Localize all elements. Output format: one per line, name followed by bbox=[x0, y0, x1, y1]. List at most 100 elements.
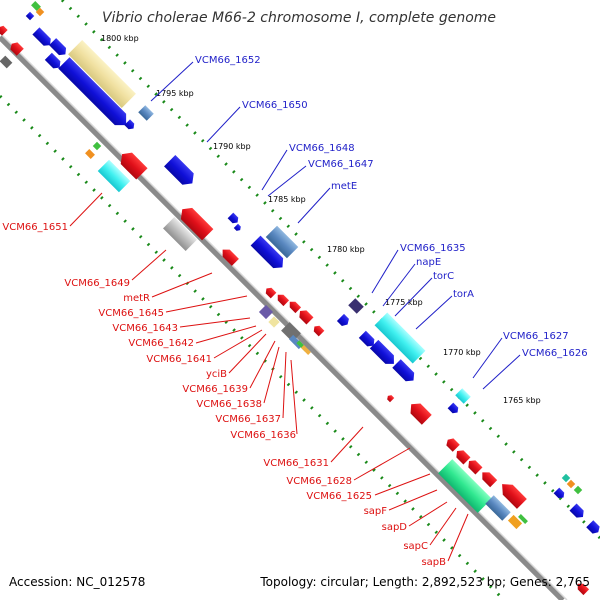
gene-rev-top-left[interactable] bbox=[0, 24, 8, 36]
gene-label-vcm66-1639[interactable]: VCM66_1639 bbox=[182, 384, 248, 395]
block-blue-tl[interactable] bbox=[25, 11, 35, 21]
gene-label-vcm66-1647[interactable]: VCM66_1647 bbox=[308, 159, 374, 170]
block-green-small[interactable] bbox=[573, 485, 583, 495]
gene-rev-metR[interactable] bbox=[219, 246, 239, 266]
gene-rev-green-tl[interactable] bbox=[92, 141, 102, 151]
gene-label-metR[interactable]: metR bbox=[123, 293, 150, 304]
gene-rev-grey-tl[interactable] bbox=[0, 55, 13, 69]
reverse-gene-labels: VCM66_1651 VCM66_1649 metR VCM66_1645 VC… bbox=[2, 222, 446, 568]
gene-fwd-1653[interactable] bbox=[44, 52, 63, 71]
gene-rev-sapC[interactable] bbox=[479, 469, 498, 488]
gene-label-vcm66-1626[interactable]: VCM66_1626 bbox=[522, 348, 588, 359]
scale-labels: 1800 kbp 1795 kbp 1790 kbp 1785 kbp 1780… bbox=[101, 34, 541, 405]
gene-label-torA[interactable]: torA bbox=[453, 289, 474, 300]
scale-label-1800: 1800 kbp bbox=[101, 34, 139, 43]
gene-rev-1645-b[interactable] bbox=[275, 292, 290, 307]
gene-fwd-metE[interactable] bbox=[250, 235, 288, 273]
gene-label-vcm66-1638[interactable]: VCM66_1638 bbox=[196, 399, 262, 410]
gene-label-vcm66-1627[interactable]: VCM66_1627 bbox=[503, 331, 569, 342]
gene-rev-sap-green[interactable] bbox=[518, 514, 528, 524]
gene-rev-1643[interactable] bbox=[287, 299, 302, 314]
gene-label-sapC[interactable]: sapC bbox=[403, 541, 428, 552]
gene-rev-top-left-b[interactable] bbox=[8, 40, 24, 56]
gene-rev-1631[interactable] bbox=[386, 394, 395, 403]
gene-fwd-torA[interactable] bbox=[392, 359, 417, 384]
block-orange-small[interactable] bbox=[566, 479, 576, 489]
gene-fwd-torA-region[interactable] bbox=[374, 312, 426, 364]
gene-rev-1642[interactable] bbox=[297, 308, 314, 325]
accession-text: Accession: NC_012578 bbox=[9, 575, 145, 589]
gene-label-vcm66-1625[interactable]: VCM66_1625 bbox=[306, 491, 372, 502]
scale-label-1785: 1785 kbp bbox=[268, 195, 306, 204]
gene-label-vcm66-1645[interactable]: VCM66_1645 bbox=[98, 308, 164, 319]
gene-rev-yciB-purple[interactable] bbox=[258, 304, 274, 320]
gene-rev-sap-orange[interactable] bbox=[507, 514, 523, 530]
block-orange-tl[interactable] bbox=[35, 7, 45, 17]
gene-fwd-1650[interactable] bbox=[164, 155, 198, 189]
gene-fwd-top-a[interactable] bbox=[32, 27, 53, 48]
gene-rev-1651-b[interactable] bbox=[97, 159, 131, 193]
gene-fwd-1648[interactable] bbox=[227, 212, 241, 226]
gene-fwd-1652[interactable] bbox=[58, 57, 132, 131]
gene-fwd-top-b[interactable] bbox=[49, 38, 69, 58]
forward-strand-genes bbox=[32, 27, 600, 536]
gene-rev-1628[interactable] bbox=[406, 399, 432, 425]
gene-label-napE[interactable]: napE bbox=[416, 257, 441, 268]
gene-label-vcm66-1628[interactable]: VCM66_1628 bbox=[286, 476, 352, 487]
gene-rev-sapD[interactable] bbox=[466, 458, 483, 475]
gene-label-vcm66-1636[interactable]: VCM66_1636 bbox=[230, 430, 296, 441]
gene-rev-bottom-right[interactable] bbox=[575, 581, 590, 596]
gene-rev-1625[interactable] bbox=[444, 436, 460, 452]
gene-fwd-torC[interactable] bbox=[369, 339, 398, 368]
gene-rev-sapB[interactable] bbox=[497, 479, 527, 509]
gene-rev-sapF[interactable] bbox=[454, 448, 471, 465]
gene-fwd-napE[interactable] bbox=[358, 330, 377, 349]
gene-rev-1651-a[interactable] bbox=[116, 148, 148, 180]
gene-fwd-1652-region[interactable] bbox=[68, 40, 136, 108]
gene-fwd-edge-1[interactable] bbox=[553, 487, 567, 501]
scale-track-outer bbox=[60, 0, 600, 540]
gene-fwd-1647[interactable] bbox=[233, 223, 242, 232]
gene-rev-1649-b[interactable] bbox=[163, 217, 197, 251]
chromosome-backbone bbox=[0, 34, 566, 600]
gene-label-vcm66-1637[interactable]: VCM66_1637 bbox=[215, 414, 281, 425]
gene-label-vcm66-1648[interactable]: VCM66_1648 bbox=[289, 143, 355, 154]
gene-fwd-1627[interactable] bbox=[455, 388, 471, 404]
gene-rev-sap-region[interactable] bbox=[438, 459, 492, 513]
gene-rev-1649-a[interactable] bbox=[177, 204, 214, 241]
gene-label-yciB[interactable]: yciB bbox=[206, 369, 227, 380]
gene-label-vcm66-1649[interactable]: VCM66_1649 bbox=[64, 278, 130, 289]
block-green-tl[interactable] bbox=[31, 1, 41, 11]
gene-fwd-small-1[interactable] bbox=[124, 119, 136, 131]
gene-rev-orange-tl[interactable] bbox=[85, 149, 95, 159]
gene-fwd-1635-b[interactable] bbox=[336, 313, 351, 328]
gene-fwd-1626[interactable] bbox=[447, 402, 461, 416]
gene-label-vcm66-1635[interactable]: VCM66_1635 bbox=[400, 243, 466, 254]
gene-label-vcm66-1631[interactable]: VCM66_1631 bbox=[263, 458, 329, 469]
gene-fwd-edge-3[interactable] bbox=[586, 520, 600, 536]
gene-rev-1636-orange[interactable] bbox=[301, 345, 311, 355]
gene-fwd-edge-2[interactable] bbox=[569, 503, 587, 521]
gene-label-sapD[interactable]: sapD bbox=[382, 522, 408, 533]
gene-label-vcm66-1652[interactable]: VCM66_1652 bbox=[195, 55, 261, 66]
block-teal-small[interactable] bbox=[561, 473, 571, 483]
gene-fwd-metE-region[interactable] bbox=[265, 225, 299, 259]
gene-label-sapF[interactable]: sapF bbox=[364, 506, 388, 517]
reverse-strand-genes bbox=[0, 24, 590, 596]
gene-rev-sap-steel[interactable] bbox=[485, 495, 511, 521]
gene-label-torC[interactable]: torC bbox=[433, 271, 454, 282]
gene-label-vcm66-1650[interactable]: VCM66_1650 bbox=[242, 100, 308, 111]
gene-label-metE[interactable]: metE bbox=[331, 181, 357, 192]
gene-label-vcm66-1651[interactable]: VCM66_1651 bbox=[2, 222, 68, 233]
gene-rev-1639-grey[interactable] bbox=[281, 322, 301, 342]
gene-label-sapB[interactable]: sapB bbox=[421, 557, 446, 568]
gene-rev-1641[interactable] bbox=[312, 324, 325, 337]
gene-label-vcm66-1641[interactable]: VCM66_1641 bbox=[146, 354, 212, 365]
scale-label-1795: 1795 kbp bbox=[156, 89, 194, 98]
gene-label-vcm66-1643[interactable]: VCM66_1643 bbox=[112, 323, 178, 334]
gene-label-vcm66-1642[interactable]: VCM66_1642 bbox=[128, 338, 194, 349]
gene-fwd-1635-a[interactable] bbox=[348, 298, 364, 314]
gene-fwd-steel-1[interactable] bbox=[138, 105, 154, 121]
gene-rev-1645-a[interactable] bbox=[264, 286, 277, 299]
